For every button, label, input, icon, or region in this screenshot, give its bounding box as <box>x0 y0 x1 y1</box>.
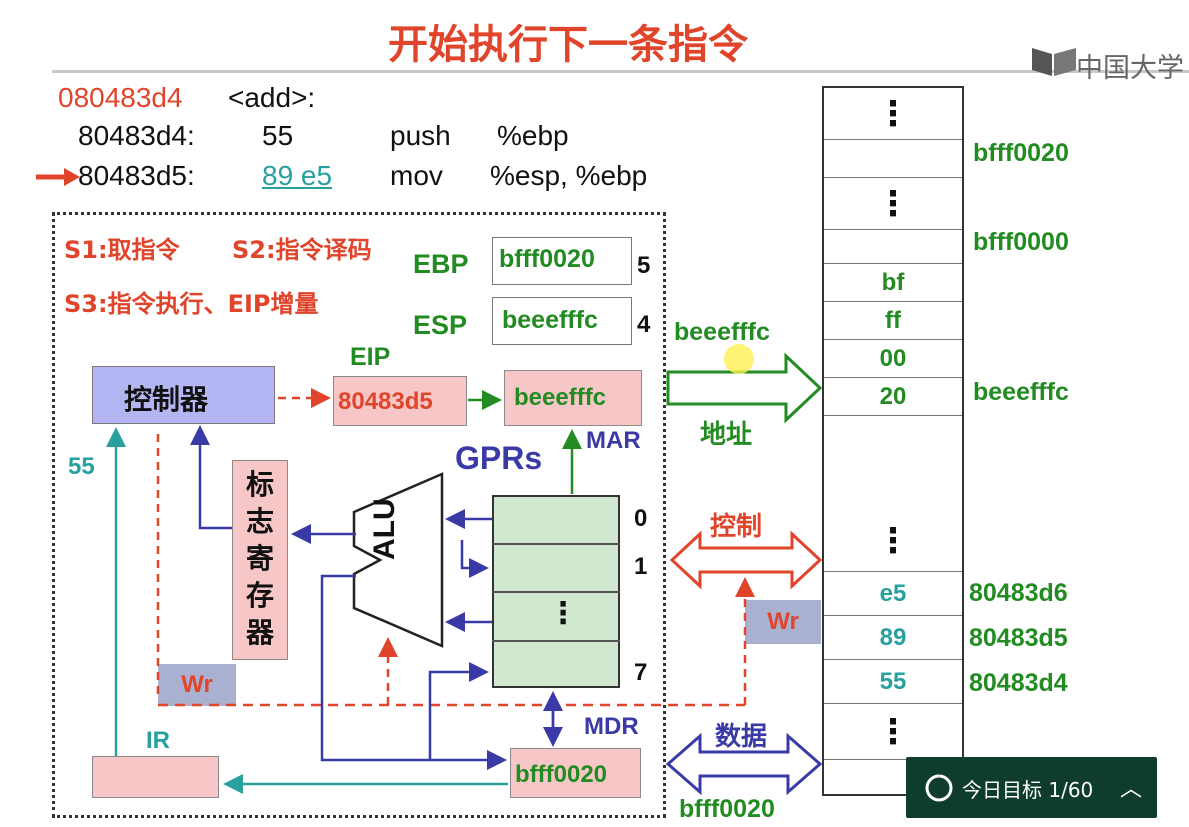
gpr-index-0: 0 <box>634 505 648 532</box>
ebp-register <box>492 237 632 285</box>
gpr-index-7: 7 <box>634 659 648 686</box>
watermark-text: 中国大学 <box>1076 53 1184 84</box>
alu-unit <box>350 470 450 655</box>
stage-s1: S1:取指令 <box>64 236 180 264</box>
gpr-divider <box>492 591 620 593</box>
mar-value: beeefffc <box>514 384 607 411</box>
address-bus-label: 地址 <box>700 420 753 450</box>
gpr-divider <box>492 543 620 545</box>
title-underline <box>52 70 1189 73</box>
esp-label: ESP <box>413 310 468 340</box>
eip-value: 80483d5 <box>338 388 433 415</box>
esp-value: beeefffc <box>502 306 598 334</box>
mdr-value: bfff0020 <box>515 761 608 788</box>
esp-register <box>492 297 632 345</box>
code-line2-bytes: 89 e5 <box>262 160 333 191</box>
memory-cell: bf <box>824 264 962 302</box>
mar-register <box>504 370 642 426</box>
memory-column: ⋮ ⋮ bf ff 00 20 ⋮ e5 89 55 ⋮ <box>822 86 964 796</box>
func-address: 080483d4 <box>58 82 183 113</box>
address-bus-value: beeefffc <box>674 318 770 346</box>
mem-addr-80483d4: 80483d4 <box>969 669 1068 697</box>
book-icon <box>1032 48 1076 76</box>
mem-addr-80483d6: 80483d6 <box>969 579 1068 607</box>
memory-cell: 55 <box>824 660 962 704</box>
code-line1-addr: 80483d4: <box>78 120 195 151</box>
flags-register <box>232 460 288 660</box>
gprs-label: GPRs <box>455 440 543 476</box>
code-line1-args: %ebp <box>497 120 569 151</box>
gpr-index-1: 1 <box>634 553 648 580</box>
memory-cell <box>824 140 962 178</box>
eip-register <box>333 376 467 426</box>
progress-ring-icon <box>925 774 953 802</box>
code-line1-bytes: 55 <box>262 120 294 151</box>
data-bus-label: 数据 <box>715 722 768 752</box>
ir-register <box>92 756 219 798</box>
ebp-label: EBP <box>413 249 469 279</box>
wr-right-label: Wr <box>745 600 821 644</box>
gpr-divider <box>492 640 620 642</box>
cursor-highlight-icon <box>724 344 754 374</box>
memory-cell: e5 <box>824 572 962 616</box>
memory-cell: ⋮ <box>824 88 962 140</box>
memory-cell: 00 <box>824 340 962 378</box>
code-line1-op: push <box>390 120 451 151</box>
current-instruction-arrow-icon <box>36 166 80 193</box>
page-title: 开始执行下一条指令 <box>388 22 748 68</box>
daily-goal-text: 今日目标 1/60 <box>962 778 1094 802</box>
controller-box <box>92 366 275 424</box>
watermark-logo: 中国大学 <box>1030 44 1189 84</box>
memory-cell: ⋮ <box>824 416 962 572</box>
daily-goal-widget[interactable]: 今日目标 1/60 ︿ <box>906 757 1157 818</box>
memory-cell: 20 <box>824 378 962 416</box>
memory-cell <box>824 230 962 264</box>
control-bus-label: 控制 <box>710 512 763 542</box>
eip-label: EIP <box>350 343 391 371</box>
memory-cell: ⋮ <box>824 178 962 230</box>
controller-label: 控制器 <box>124 383 209 416</box>
ir-label: IR <box>146 727 170 754</box>
flags-label: 标志寄存器 <box>245 468 274 649</box>
cpu-boundary <box>52 212 666 818</box>
memory-cell: 89 <box>824 616 962 660</box>
code-line2-op: mov <box>390 160 443 191</box>
data-bus-value: bfff0020 <box>679 795 775 823</box>
gpr-ellipsis-icon: ⋮ <box>548 597 578 630</box>
mem-addr-80483d5: 80483d5 <box>969 624 1068 652</box>
mem-addr-beeefffc: beeefffc <box>973 378 1069 406</box>
mem-addr-bfff0020: bfff0020 <box>973 139 1069 167</box>
memory-cell: ff <box>824 302 962 340</box>
mdr-label: MDR <box>584 713 639 740</box>
mem-addr-bfff0000: bfff0000 <box>973 228 1069 256</box>
stage-s2: S2:指令译码 <box>232 236 372 264</box>
stage-s3: S3:指令执行、EIP增量 <box>64 290 319 318</box>
code-line2-addr: 80483d5: <box>78 160 195 191</box>
code-line2-args: %esp, %ebp <box>490 160 648 191</box>
memory-cell: ⋮ <box>824 704 962 760</box>
esp-index: 4 <box>637 311 651 338</box>
mdr-register <box>510 748 641 798</box>
func-name: <add>: <box>228 82 316 113</box>
chevron-up-icon[interactable]: ︿ <box>1120 777 1143 802</box>
mar-label: MAR <box>586 427 641 454</box>
wr-left-label: Wr <box>158 664 236 706</box>
ir-value-label: 55 <box>68 453 95 480</box>
ebp-value: bfff0020 <box>499 245 595 273</box>
ebp-index: 5 <box>637 252 651 279</box>
